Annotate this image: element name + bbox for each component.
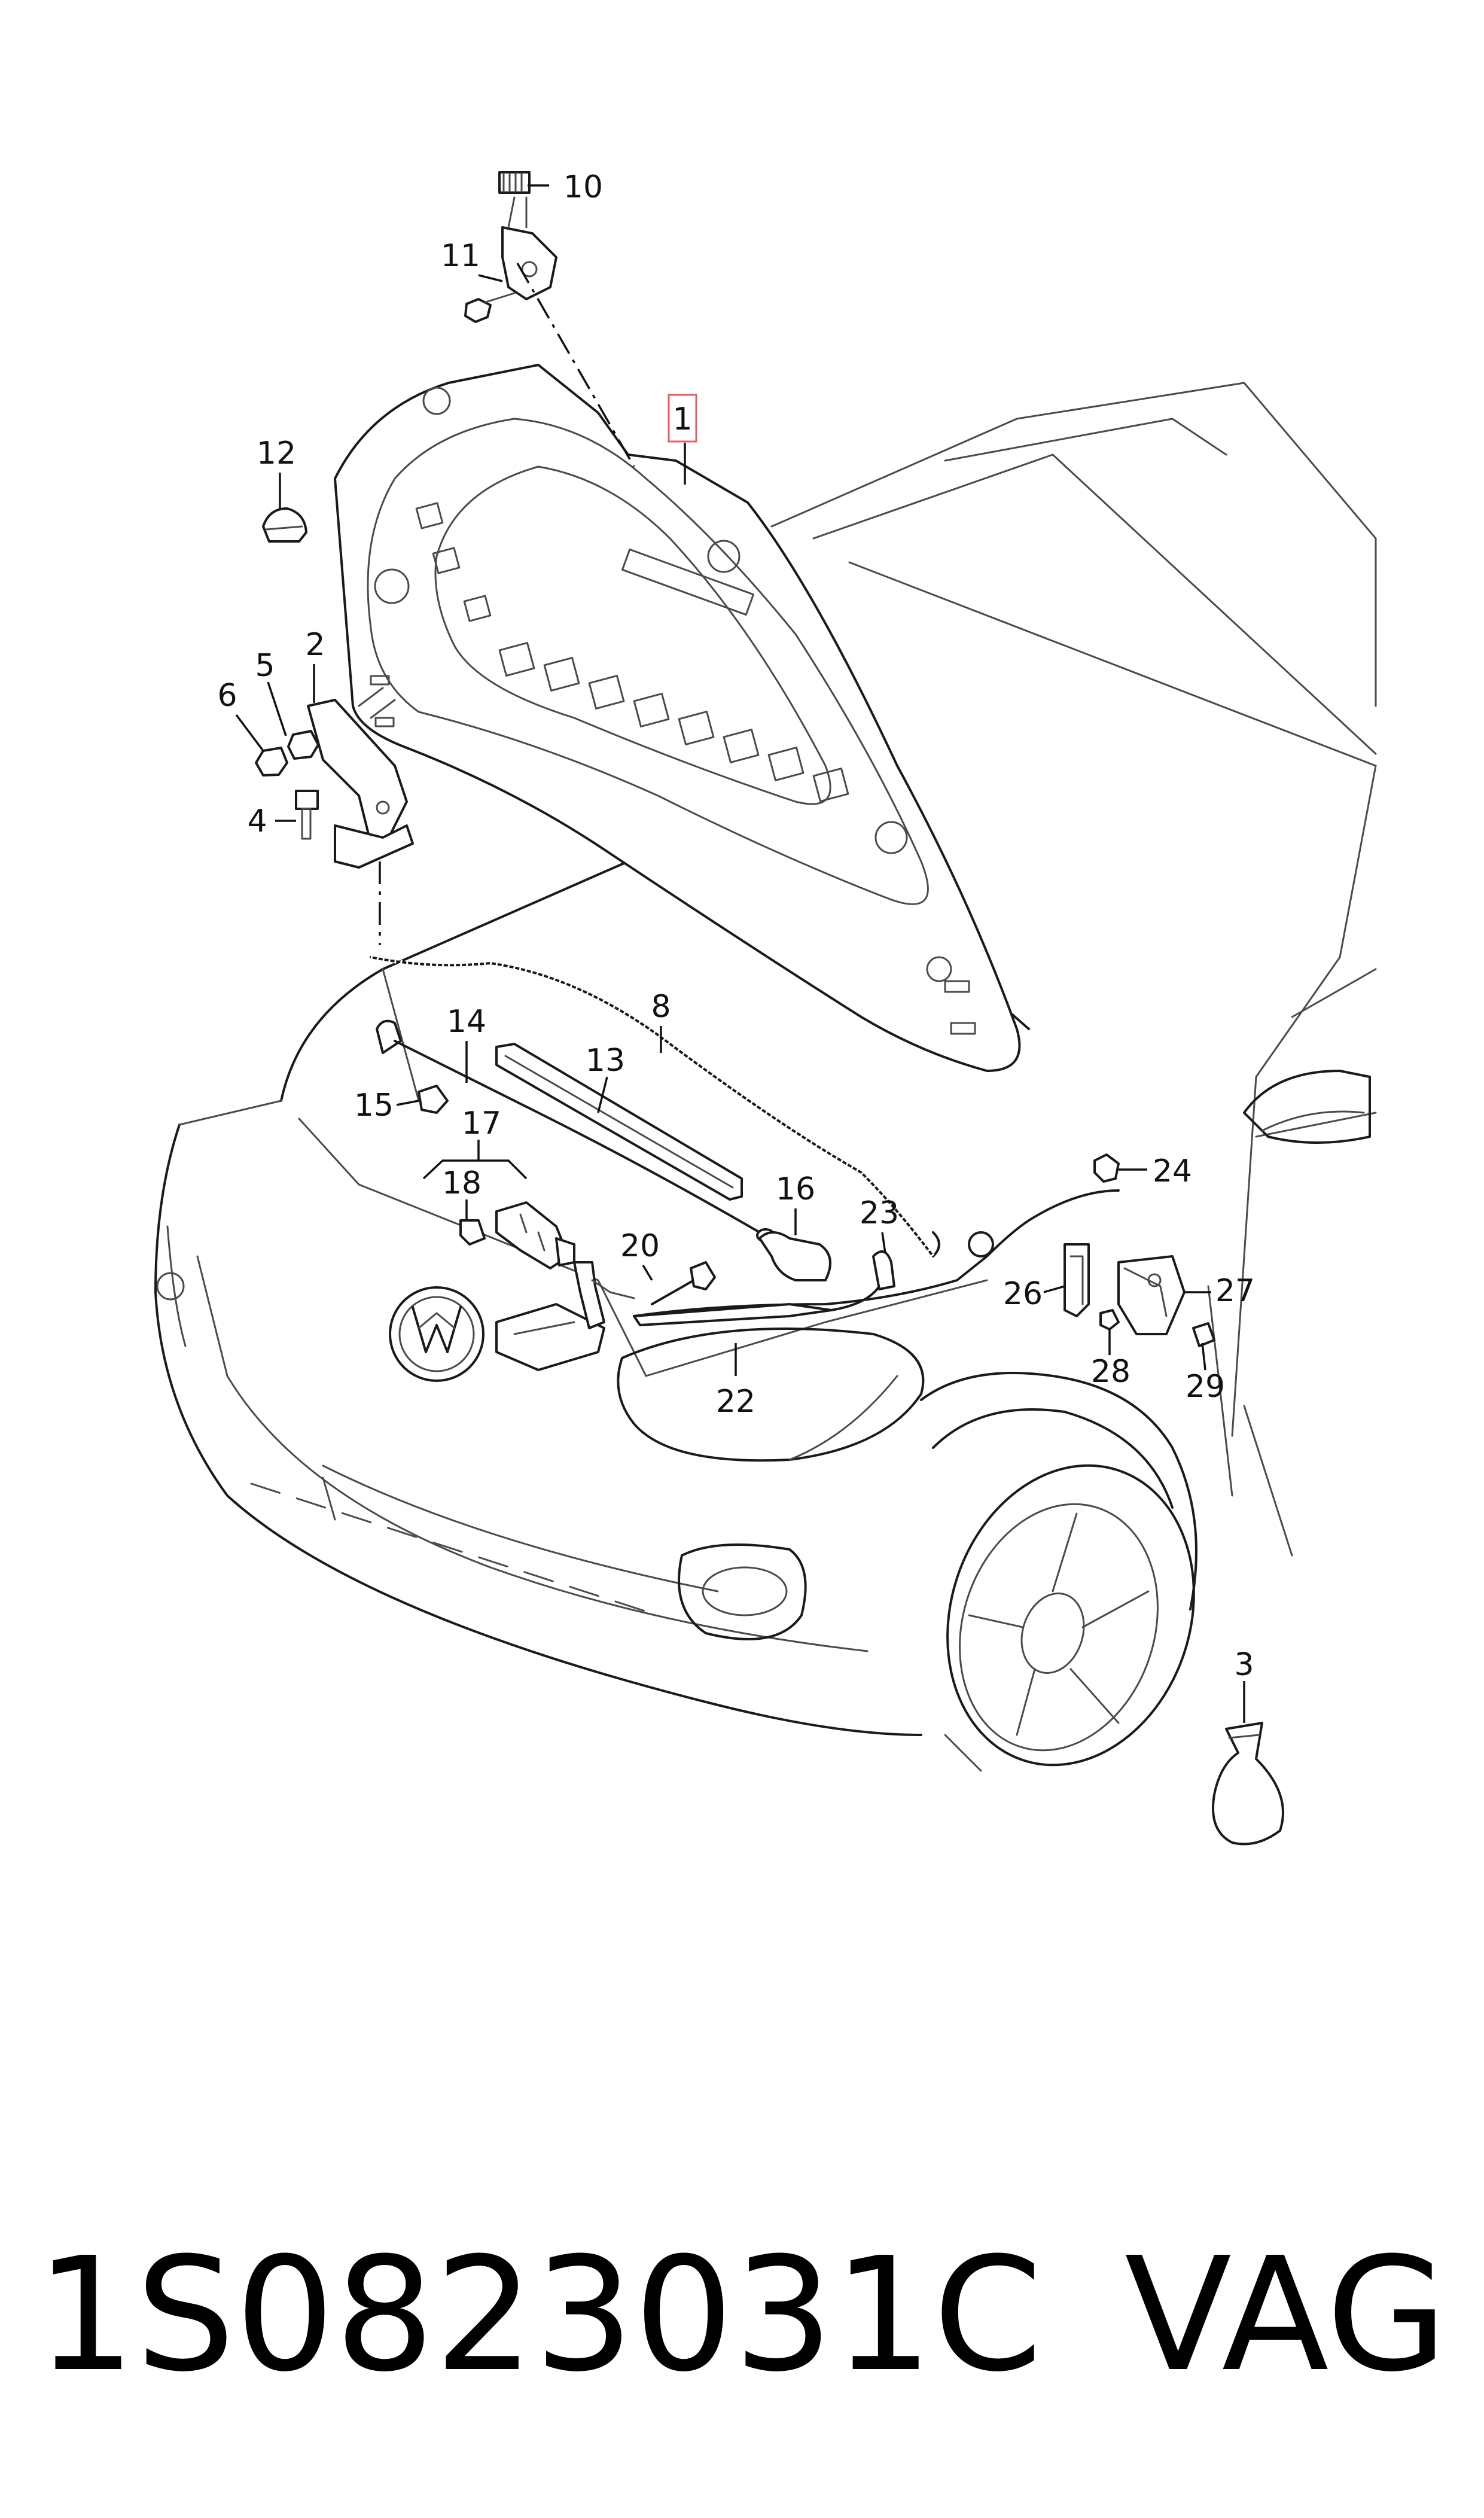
callout-22: 22 [716, 1384, 755, 1420]
callout-17: 17 [462, 1106, 501, 1141]
wheel [946, 1464, 1195, 1767]
vw-logo [389, 1286, 484, 1382]
part-24-clip [1093, 1153, 1120, 1183]
callout-26: 26 [1003, 1276, 1043, 1312]
part-27-latch [1117, 1255, 1186, 1335]
callout-4: 4 [247, 803, 267, 839]
part-4-bolt [295, 790, 319, 840]
callout-15: 15 [354, 1088, 394, 1123]
hood-cutouts [415, 502, 849, 802]
part-26-lever [1064, 1243, 1090, 1317]
part-12-buffer [262, 507, 307, 543]
callout-5: 5 [255, 648, 275, 684]
callout-14: 14 [447, 1004, 486, 1040]
callout-11: 11 [441, 238, 480, 274]
part-13-rail [495, 1043, 743, 1201]
callout-labels: 1 2 3 4 5 6 8 10 11 12 13 14 15 16 17 18… [217, 169, 1255, 1683]
part-22-cable [633, 1189, 1120, 1326]
part-3-grease [1212, 1722, 1284, 1846]
part-10-spring [498, 171, 531, 194]
callout-3: 3 [1234, 1647, 1254, 1683]
part-28-bolt [1099, 1309, 1120, 1330]
brand-name: VAG [1125, 2224, 1448, 2406]
callout-24: 24 [1153, 1153, 1192, 1189]
part-16-handle [758, 1231, 831, 1281]
callout-27: 27 [1215, 1273, 1255, 1309]
callout-12: 12 [257, 436, 296, 471]
part-23-clip [872, 1250, 895, 1290]
callout-23: 23 [860, 1195, 899, 1231]
part-number: 1S0823031C [36, 2224, 1043, 2406]
part-11-bracket [464, 196, 557, 323]
callout-16: 16 [776, 1171, 815, 1207]
callout-10: 10 [563, 169, 603, 205]
callout-13: 13 [586, 1043, 625, 1079]
part-14-cable [376, 1019, 775, 1243]
callout-18: 18 [442, 1165, 482, 1201]
callout-6: 6 [217, 678, 237, 714]
part-connector [573, 1261, 635, 1329]
hood-panel [334, 364, 1021, 1072]
callout-29: 29 [1186, 1369, 1225, 1405]
callout-2: 2 [305, 627, 325, 663]
callout-8: 8 [651, 989, 671, 1025]
part-17-lock [459, 1201, 575, 1269]
callout-1: 1 [672, 401, 692, 437]
part-15-clip [418, 1085, 449, 1114]
callout-28: 28 [1091, 1354, 1130, 1390]
part-5-nut [287, 730, 319, 760]
part-20-bolt [651, 1261, 716, 1305]
part-6-nut [255, 747, 288, 777]
callout-1-highlight-box [668, 394, 697, 443]
part-8-seal-strip [370, 955, 940, 1258]
callout-20: 20 [620, 1228, 660, 1264]
part-29-clip [1192, 1322, 1215, 1347]
leader-lines [235, 184, 1245, 1723]
part-2-hinge [307, 687, 414, 869]
